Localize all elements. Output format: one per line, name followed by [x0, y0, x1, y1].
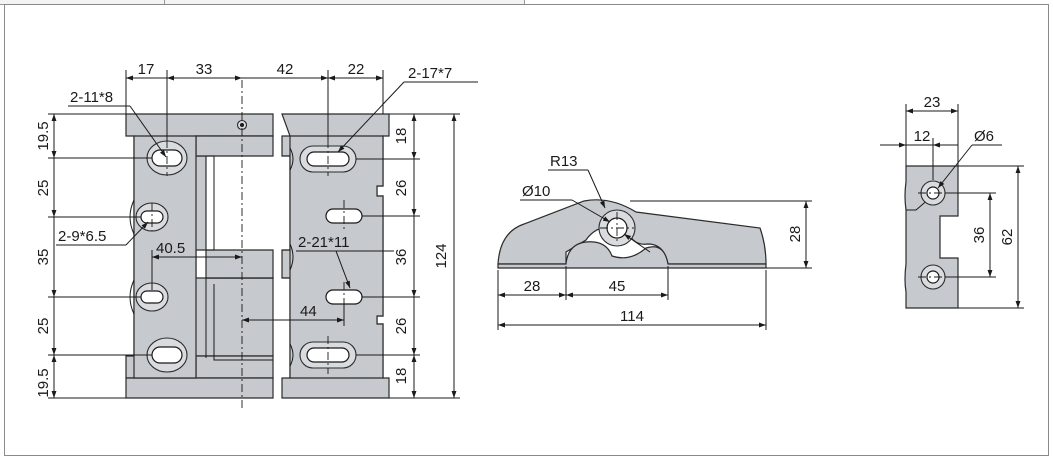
callout-2-17x7: 2-17*7	[337, 65, 478, 153]
outer-border	[4, 4, 1049, 456]
callout-2-21x11: 2-21*11	[296, 234, 394, 289]
left-knuckle-top	[195, 135, 274, 157]
dim-left-25-bot: 25	[35, 318, 52, 335]
svg-text:Ø6: Ø6	[974, 128, 994, 145]
left-gap-edge	[206, 155, 215, 251]
left-lower-edge	[205, 277, 273, 358]
svg-text:40.5: 40.5	[156, 240, 185, 257]
dim-left-19-5-bot: 19.5	[35, 368, 52, 397]
right-bump-3	[289, 343, 294, 367]
end-body	[904, 165, 959, 309]
dim-end-36: 36	[946, 192, 996, 278]
right-leaf-body	[289, 135, 384, 379]
dim-d10: Ø10	[520, 183, 651, 253]
right-bump-2	[289, 243, 294, 271]
svg-text:2-17*7: 2-17*7	[408, 65, 452, 82]
top-dimension-chain: 17 33 42 22	[125, 61, 384, 140]
svg-text:Ø10: Ø10	[522, 183, 550, 200]
callout-2-11x8: 2-11*8	[68, 89, 167, 158]
side-view: R13 Ø10 28	[497, 153, 812, 330]
dim-top-17: 17	[138, 61, 155, 78]
dim-right-26-top: 26	[393, 180, 410, 197]
dim-right-18-bot: 18	[393, 368, 410, 385]
dim-end-12: 12	[880, 128, 958, 180]
svg-text:R13: R13	[550, 153, 578, 170]
dim-r13: R13	[548, 153, 606, 209]
front-view: 17 33 42 22 19.5 25 35	[35, 61, 478, 408]
right-leaf-joints	[282, 155, 290, 279]
dim-right-26-bot: 26	[393, 318, 410, 335]
dim-end-d6: Ø6	[937, 128, 1002, 189]
svg-text:44: 44	[300, 303, 317, 320]
dim-top-22: 22	[348, 61, 365, 78]
svg-text:2-11*8: 2-11*8	[70, 89, 113, 106]
dim-side-28: 28	[524, 278, 541, 295]
left-lower-inner	[213, 284, 273, 361]
callout-2-9x6-5: 2-9*6.5	[56, 221, 149, 246]
left-dimension-chain: 19.5 25 35 25 19.5	[35, 113, 152, 399]
right-bump-1	[289, 147, 294, 171]
left-slot-bottom	[146, 337, 188, 373]
svg-text:28: 28	[787, 226, 804, 243]
svg-text:2-21*11: 2-21*11	[298, 234, 349, 251]
svg-text:23: 23	[924, 94, 941, 111]
dim-side-114: 114	[620, 308, 644, 325]
dim-end-23: 23	[905, 94, 959, 166]
dim-side-45: 45	[609, 278, 626, 295]
dim-overall-124: 124	[433, 243, 450, 268]
dim-right-36: 36	[393, 249, 410, 266]
dim-left-35: 35	[35, 249, 52, 266]
dim-side-bottom-chain: 28 45 114	[497, 266, 767, 330]
left-bottom-strip	[125, 377, 274, 399]
dim-left-25-top: 25	[35, 180, 52, 197]
dim-offset-44: 44	[242, 303, 345, 326]
dim-end-62: 62	[958, 165, 1024, 309]
left-knuckle-bot	[195, 355, 274, 379]
svg-text:12: 12	[914, 128, 931, 145]
side-body-lower	[497, 241, 767, 269]
dim-side-height-28: 28	[630, 200, 812, 269]
left-knuckle-mid	[205, 249, 274, 279]
dim-left-19-5-top: 19.5	[35, 121, 52, 150]
svg-text:36: 36	[971, 227, 988, 244]
dim-offset-40-5: 40.5	[151, 240, 242, 290]
dim-right-18-top: 18	[393, 128, 410, 145]
dim-top-33: 33	[196, 61, 213, 78]
dim-top-42: 42	[277, 61, 294, 78]
svg-text:2-9*6.5: 2-9*6.5	[58, 228, 106, 245]
right-dimension-chain: 18 26 36 26 18 124	[356, 113, 460, 399]
svg-text:62: 62	[999, 229, 1016, 246]
end-view: 23 12 Ø6 36	[880, 94, 1024, 309]
